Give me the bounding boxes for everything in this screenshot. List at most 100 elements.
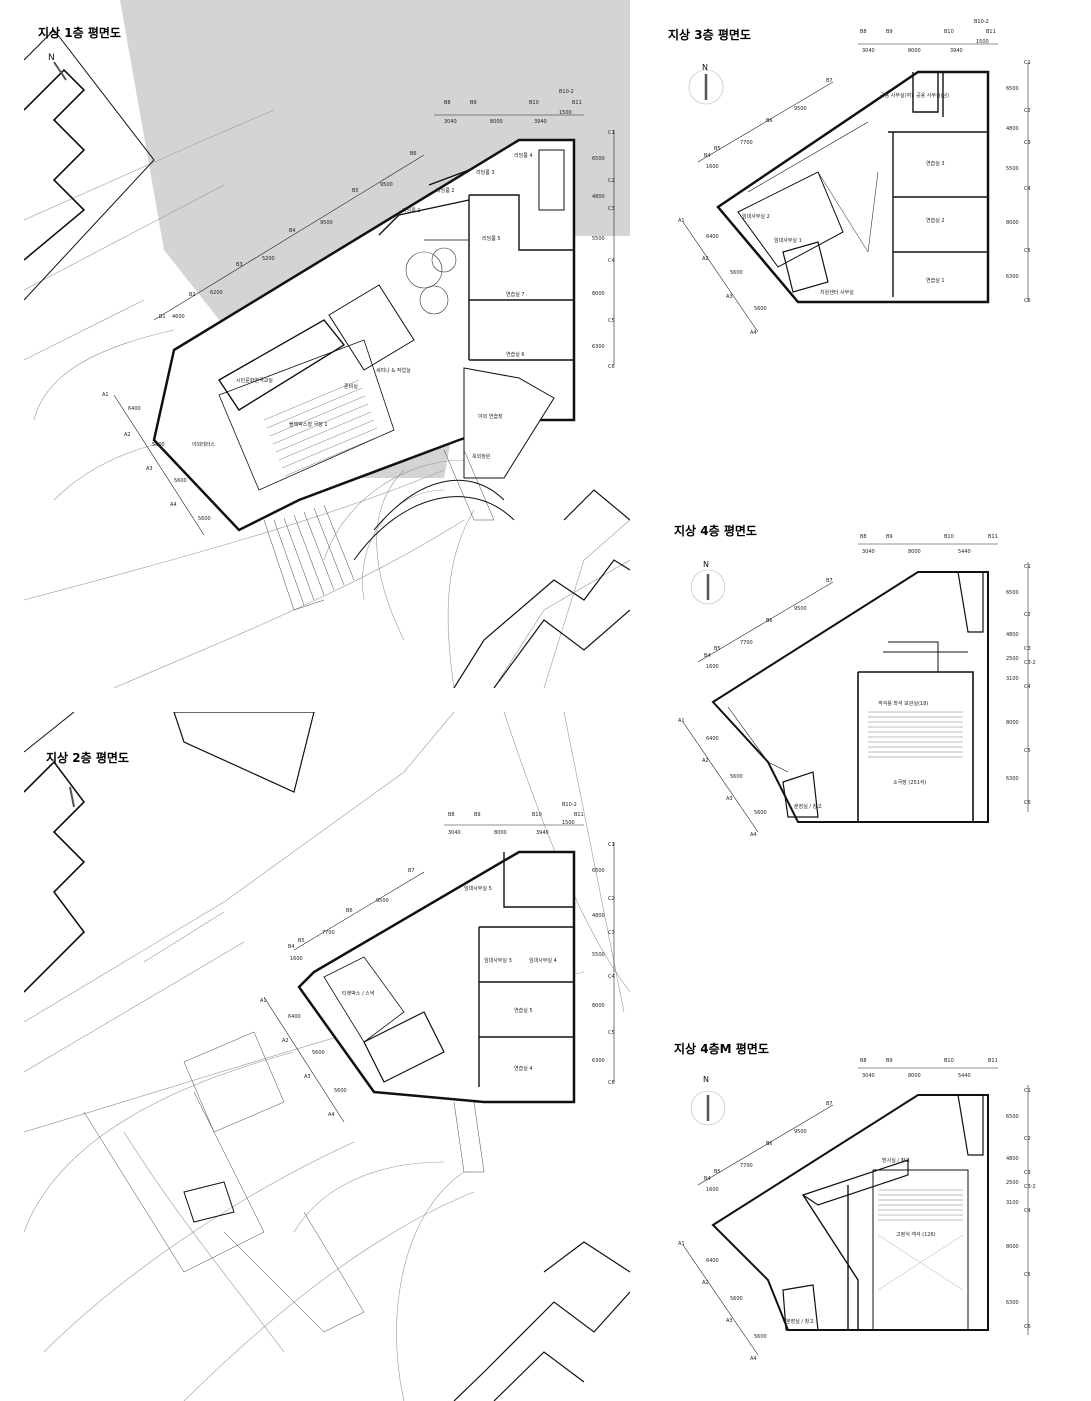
dim-label: 9500 bbox=[794, 1129, 807, 1135]
room-label: 객석용 좌석 보관실(18) bbox=[878, 700, 928, 707]
compass: N bbox=[690, 1075, 726, 1126]
svg-text:N: N bbox=[703, 1075, 709, 1084]
grid-label: B5 bbox=[352, 188, 359, 194]
dim-label: 8000 bbox=[1006, 720, 1019, 726]
dim-label: 5500 bbox=[592, 236, 605, 242]
compass: N bbox=[690, 560, 726, 605]
dim-label: 6400 bbox=[706, 736, 719, 742]
dim-label: 7700 bbox=[740, 1163, 753, 1169]
grid-label: C4 bbox=[1024, 186, 1031, 192]
dim-label: 9500 bbox=[794, 106, 807, 112]
grid-label: A2 bbox=[702, 256, 709, 262]
grid-label: C3 bbox=[608, 206, 615, 212]
dim-label: 8000 bbox=[908, 549, 921, 555]
dim-label: 6500 bbox=[1006, 590, 1019, 596]
grid-label: C5 bbox=[608, 318, 615, 324]
outdoor-amphitheatre bbox=[83, 1031, 485, 1333]
grid-label: B3 bbox=[236, 262, 243, 268]
seating-hatch bbox=[868, 711, 963, 758]
grid-label: B11 bbox=[988, 1058, 998, 1064]
grid-label: A3 bbox=[146, 466, 153, 472]
dim-label: 3040 bbox=[862, 48, 875, 54]
grid-label: C2 bbox=[1024, 108, 1031, 114]
grid-label: C6 bbox=[608, 1080, 615, 1086]
plan-title: 지상 2층 평면도 bbox=[46, 751, 129, 765]
dim-label: 6400 bbox=[706, 1258, 719, 1264]
grid-label: B10 bbox=[532, 812, 542, 818]
room-label: 임대사무실 5 bbox=[464, 885, 492, 892]
grid-label: B6 bbox=[766, 118, 773, 124]
dim-label: 4800 bbox=[592, 194, 605, 200]
grid-label: A3 bbox=[726, 1318, 733, 1324]
dim-label: 1600 bbox=[706, 164, 719, 170]
dim-label: 5600 bbox=[334, 1088, 347, 1094]
room-label: 야외테라스 bbox=[192, 441, 215, 448]
dim-label: 9500 bbox=[380, 182, 393, 188]
dim-label: 8000 bbox=[592, 1003, 605, 1009]
svg-text:N: N bbox=[48, 53, 55, 63]
dim-label: 3040 bbox=[862, 549, 875, 555]
grid-label: B9 bbox=[886, 29, 893, 35]
grid-label: B4 bbox=[288, 944, 295, 950]
grid-label: B4 bbox=[704, 153, 711, 159]
grid-label: B2 bbox=[189, 292, 196, 298]
dim-label: 6500 bbox=[592, 156, 605, 162]
grid-label: A2 bbox=[282, 1038, 289, 1044]
dim-label: 3040 bbox=[862, 1073, 875, 1079]
dim-label: 5600 bbox=[312, 1050, 325, 1056]
grid-label: B8 bbox=[860, 1058, 867, 1064]
plan-title: 지상 1층 평면도 bbox=[38, 26, 121, 40]
landscape-circles bbox=[405, 247, 457, 315]
grid-label: C4 bbox=[608, 974, 615, 980]
svg-text:N: N bbox=[702, 63, 708, 72]
dimension-lines bbox=[682, 43, 1029, 333]
dim-label: 2500 bbox=[1006, 656, 1019, 662]
grid-label: B7 bbox=[826, 578, 833, 584]
grid-label: B7 bbox=[826, 1101, 833, 1107]
grid-label: C4 bbox=[608, 258, 615, 264]
dim-label: 9500 bbox=[320, 220, 333, 226]
building-outline bbox=[711, 1094, 989, 1331]
dim-label: 3040 bbox=[448, 830, 461, 836]
room-label: 임대사무실 3 bbox=[484, 957, 512, 964]
grid-label: C6 bbox=[1024, 298, 1031, 304]
dim-label: 5500 bbox=[1006, 166, 1019, 172]
svg-text:N: N bbox=[703, 560, 709, 569]
dim-label: 5200 bbox=[262, 256, 275, 262]
grid-label: C2 bbox=[608, 178, 615, 184]
dim-label: 1600 bbox=[290, 956, 303, 962]
grid-label: B7 bbox=[826, 78, 833, 84]
grid-label: B10-2 bbox=[974, 19, 989, 25]
grid-label: A1 bbox=[102, 392, 109, 398]
grid-label: C2 bbox=[1024, 612, 1031, 618]
plan-3f-drawing: N 공용 사무실(여) 공용 사무실(남) 연습실 3 연습실 2 연습실 1 … bbox=[678, 19, 1031, 336]
grid-label: A4 bbox=[750, 1356, 757, 1362]
dim-label: 6500 bbox=[1006, 1114, 1019, 1120]
grid-label: C3 bbox=[1024, 646, 1031, 652]
room-label: 세미나 & 작업실 bbox=[376, 367, 411, 374]
room-label: 지원센터 사무실 bbox=[820, 289, 854, 296]
grid-label: C1 bbox=[1024, 1088, 1031, 1094]
dim-label: 8000 bbox=[490, 119, 503, 125]
plan-4fm: N 방사실 / 창고 고정식 객석 (126) 분장실 / 창고 B8 B9 bbox=[668, 1030, 1068, 1390]
grid-label: B9 bbox=[886, 1058, 893, 1064]
north-arrow-icon bbox=[69, 786, 75, 808]
room-label: 연습실 1 bbox=[926, 277, 945, 284]
room-label: 준비실 bbox=[344, 383, 358, 390]
grid-label: C6 bbox=[1024, 800, 1031, 806]
grid-label: A1 bbox=[678, 218, 685, 224]
dim-label: 6300 bbox=[592, 344, 605, 350]
dim-label: 6300 bbox=[592, 1058, 605, 1064]
grid-label: C1 bbox=[1024, 564, 1031, 570]
dim-label: 6400 bbox=[288, 1014, 301, 1020]
dimension-lines bbox=[682, 1067, 1029, 1356]
grid-label: B10 bbox=[944, 29, 954, 35]
grid-label: A4 bbox=[328, 1112, 335, 1118]
dim-label: 4800 bbox=[1006, 126, 1019, 132]
grid-label: B4 bbox=[289, 228, 296, 234]
grid-label: C3 bbox=[1024, 140, 1031, 146]
grid-label: C5 bbox=[1024, 1272, 1031, 1278]
grid-label: A4 bbox=[170, 502, 177, 508]
dim-label: 8000 bbox=[908, 1073, 921, 1079]
dim-label: 3940 bbox=[950, 48, 963, 54]
